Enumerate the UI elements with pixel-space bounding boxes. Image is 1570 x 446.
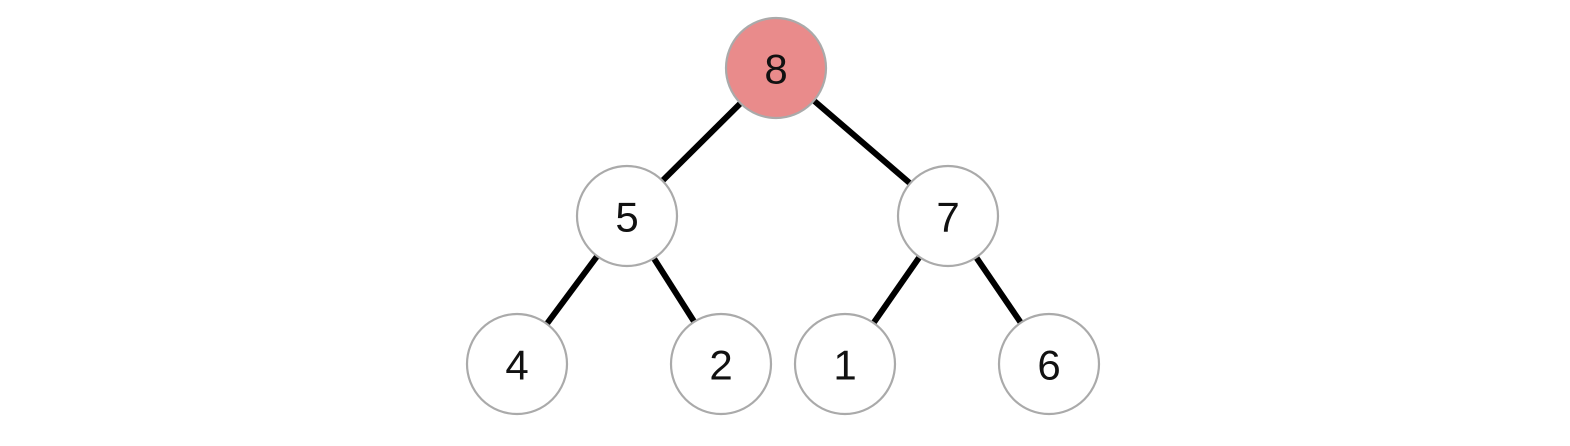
tree-node-label-2: 2 xyxy=(709,342,732,389)
tree-node-circle-2[interactable] xyxy=(669,312,773,416)
tree-edge-7-6 xyxy=(973,255,1024,325)
tree-edge-5-4 xyxy=(544,254,600,326)
tree-node-7[interactable]: 7 xyxy=(896,164,1000,268)
node-layer: 8 5 7 4 2 1 6 xyxy=(465,16,1101,416)
tree-node-6[interactable]: 6 xyxy=(997,312,1101,416)
tree-node-circle-7[interactable] xyxy=(896,164,1000,268)
tree-node-circle-6[interactable] xyxy=(997,312,1101,416)
tree-edge-5-2 xyxy=(651,256,697,324)
tree-node-1[interactable]: 1 xyxy=(793,312,897,416)
tree-node-circle-8[interactable] xyxy=(724,16,828,120)
tree-node-label-6: 6 xyxy=(1037,342,1060,389)
tree-node-label-8: 8 xyxy=(764,46,787,93)
tree-edge-7-1 xyxy=(871,255,922,325)
tree-node-label-5: 5 xyxy=(615,194,638,241)
tree-node-circle-4[interactable] xyxy=(465,312,569,416)
tree-node-8[interactable]: 8 xyxy=(724,16,828,120)
tree-edge-8-7 xyxy=(811,98,913,186)
tree-edge-8-5 xyxy=(660,101,743,183)
tree-node-label-1: 1 xyxy=(833,342,856,389)
tree-node-circle-5[interactable] xyxy=(575,164,679,268)
tree-node-label-4: 4 xyxy=(505,342,528,389)
edge-layer xyxy=(544,98,1024,326)
tree-node-2[interactable]: 2 xyxy=(669,312,773,416)
tree-node-5[interactable]: 5 xyxy=(575,164,679,268)
tree-node-circle-1[interactable] xyxy=(793,312,897,416)
tree-node-label-7: 7 xyxy=(936,194,959,241)
tree-node-4[interactable]: 4 xyxy=(465,312,569,416)
